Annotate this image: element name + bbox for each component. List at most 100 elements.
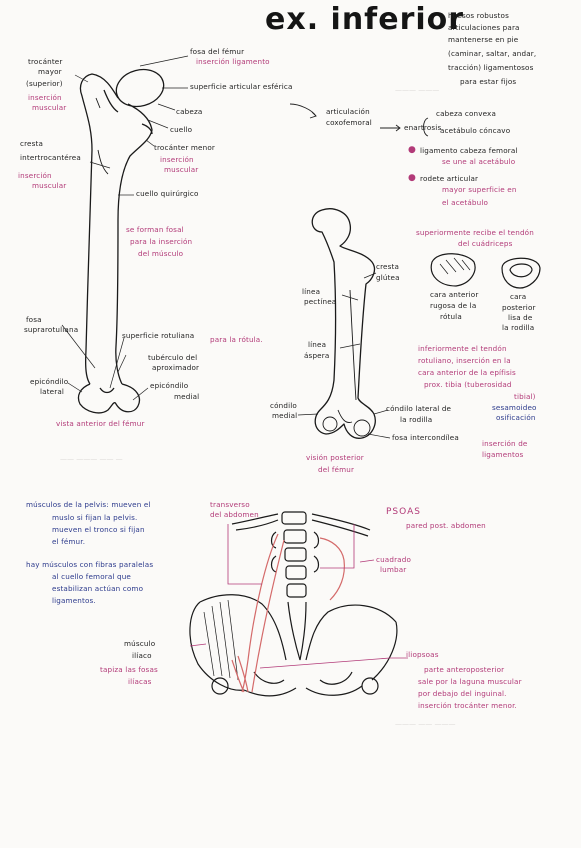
note-tendon-rotuliano: rotuliano, inserción en la [418,356,511,365]
label-acetabulo-concavo: acetábulo cóncavo [440,126,511,135]
label-cara-anterior: rugosa de la [430,301,477,310]
note-insercion-muscular: inserción [18,171,52,180]
label-condilo-lateral: cóndilo lateral de [386,404,452,413]
bleed-through-text: —— ——— —— — [60,455,123,463]
label-transverso: del abdomen [210,510,259,519]
label-cara-posterior: lisa de [508,313,533,322]
label-psoas: PSOAS [386,507,421,517]
note-iliopsoas: por debajo del inguinal. [418,689,507,698]
note-musculos-pelvis: muslo si fijan la pelvis. [52,513,138,522]
note-musculos-pelvis: músculos de la pelvis: mueven el [26,500,151,509]
intro-line: (caminar, saltar, andar, [448,49,537,58]
intro-line: mantenerse en pie [448,35,519,44]
pelvis-leader-lines [189,524,408,669]
caption-anterior-femur: vista anterior del fémur [56,419,145,428]
label-linea-pectinea: línea [302,287,321,296]
intro-line: para estar fijos [460,77,517,86]
label-tuberculo: aproximador [152,363,200,372]
label-cresta-glutea: cresta [376,262,400,271]
caption-posterior-femur: visión posterior [306,453,364,462]
note-rotula: para la rótula. [210,335,263,344]
label-cabeza: cabeza [176,107,203,116]
label-tuberculo: tubérculo del [148,353,198,362]
bleed-through-text: ——— —— ——— [395,720,456,728]
anterior-leader-lines [61,55,189,401]
note-sesamoideo: sesamoideo [492,403,537,412]
anterior-femur-drawing [77,68,165,414]
label-fosa-suprarotuliana: fosa [26,315,42,324]
label-ligamento: ligamento cabeza femoral [420,146,518,155]
label-articulacion: articulación [326,107,370,116]
note-insercion-muscular: muscular [32,103,67,112]
note-tendon-cuadriceps: superiormente recibe el tendón [416,228,534,237]
label-cresta: intertrocantérea [20,153,81,162]
posterior-femur-drawing [311,208,376,439]
label-epicondilo-lateral: epicóndilo [30,377,69,386]
label-superficie-articular: superficie articular esférica [190,82,293,91]
note-iliopsoas: parte anteroposterior [424,665,505,674]
label-cara-posterior: posterior [502,303,536,312]
note-tendon-rotuliano: prox. tibia (tuberosidad [424,380,512,389]
note-insercion-muscular: muscular [32,181,67,190]
intro-line: tracción) ligamentosos [448,63,534,72]
bleed-through-text: ——— ——— [395,86,440,94]
label-cara-anterior: cara anterior [430,290,479,299]
intro-line: articulaciones para [448,23,520,32]
note-fibras: hay músculos con fibras paralelas [26,560,154,569]
label-cara-posterior: cara [510,292,527,301]
label-condilo-lateral: la rodilla [400,415,433,424]
label-musculo-iliaco: músculo [124,639,156,648]
note-tendon-rotuliano: tibial) [514,392,536,401]
label-epicondilo-medial: epicóndilo [150,381,189,390]
note-insercion-ligamento: inserción ligamento [196,57,270,66]
label-transverso: transverso [210,500,250,509]
note-musculos-pelvis: mueven el tronco si fijan [52,525,145,534]
pelvis-drawing [189,511,398,697]
note-fosal: del músculo [138,249,184,258]
label-fosa-femur: fosa del fémur [190,47,245,56]
label-superficie-rotuliana: superficie rotuliana [122,331,195,340]
label-trocanter-mayor: (superior) [26,79,63,88]
label-iliopsoas: iliopsoas [406,650,439,659]
label-cresta-glutea: glútea [376,273,400,282]
note-fosal: se forman fosal [126,225,184,234]
label-cuello-quirurgico: cuello quirúrgico [136,189,199,198]
caption-posterior-femur: del fémur [318,465,355,474]
label-articulacion: coxofemoral [326,118,372,127]
label-cuadrado-lumbar: lumbar [380,565,407,574]
label-cuadrado-lumbar: cuadrado [376,555,411,564]
label-epicondilo-medial: medial [174,392,200,401]
label-cabeza-convexa: cabeza convexa [436,109,497,118]
label-condilo-medial: medial [272,411,298,420]
label-rodete: rodete articular [420,174,479,183]
note-tendon-cuadriceps: del cuádriceps [458,239,513,248]
label-enartrosis: enartrosis [404,123,442,132]
note-rodete: mayor superficie en [442,185,517,194]
note-ligamento: se une al acetábulo [442,157,516,166]
note-fosa-intercondilea: ligamentos [482,450,524,459]
label-cara-anterior: rótula [440,312,462,321]
posterior-leader-lines [297,272,391,439]
label-cara-posterior: la rodilla [502,323,535,332]
label-trocanter-menor: trocánter menor [154,143,215,152]
label-linea-aspera: línea [308,340,327,349]
label-cresta: cresta [20,139,44,148]
page-title: ex. inferior [265,2,465,37]
patella-posterior-drawing [501,257,541,289]
bullet-dot: ● [408,173,417,183]
note-fosa-intercondilea: inserción de [482,439,528,448]
label-fosa-suprarotuliana: suprarotuliana [24,325,79,334]
note-iliopsoas: sale por la laguna muscular [418,677,522,686]
label-linea-pectinea: pectínea [304,297,337,306]
intro-line: huesos robustos [448,11,509,20]
muscle-drawings [231,533,345,693]
arrows [289,103,429,137]
note-tendon-rotuliano: inferiormente el tendón [418,344,507,353]
note-tendon-rotuliano: cara anterior de la epífisis [418,368,516,377]
note-fibras: al cuello femoral que [52,572,131,581]
note-insercion-muscular: inserción [160,155,194,164]
label-fosa-intercondilea: fosa intercondílea [392,433,459,442]
label-musculo-iliaco: ilíaco [132,651,152,660]
